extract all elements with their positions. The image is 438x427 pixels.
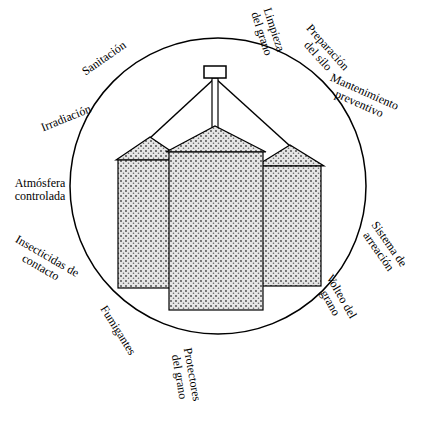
method-label: Mantenimiento preventivo	[319, 70, 404, 126]
method-label: Limpieza del grano	[247, 1, 288, 62]
method-label: Fumigantes	[94, 297, 142, 363]
method-label: Preparación del silo	[292, 19, 355, 85]
method-label: Irradiación	[31, 99, 101, 137]
method-label: Volteo del grano	[311, 269, 361, 330]
method-label: Sistema de arreación	[356, 215, 412, 280]
method-label: Insecticidas de contacto	[3, 231, 85, 293]
method-label: Atmósfera controlada	[8, 177, 72, 202]
method-label: Protectores del grano	[168, 342, 204, 409]
method-label: Sanitación	[72, 33, 137, 83]
outer-circle	[70, 38, 366, 334]
